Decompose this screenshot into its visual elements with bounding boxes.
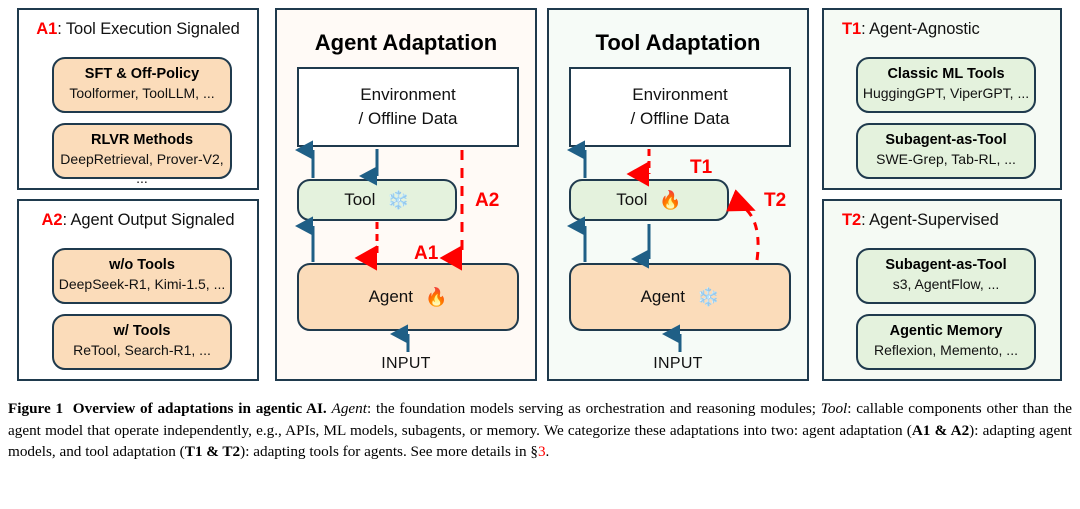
tool-adaptation-agent-box: Agent ❄️ xyxy=(569,263,791,331)
caption-period: . xyxy=(545,443,550,460)
caption-tool-term: Tool xyxy=(820,400,848,417)
caption-tool-def: : callable components other than the age… xyxy=(8,400,1073,439)
tool-adaptation-agent-label: Agent xyxy=(640,287,685,306)
signal-label-t2: T2 xyxy=(764,190,787,211)
t2-item-2-title: Agentic Memory xyxy=(889,323,1003,339)
caption-agent-term: Agent xyxy=(331,400,367,417)
fire-icon: 🔥 xyxy=(425,287,448,307)
tool-adaptation-tool-label: Tool xyxy=(616,190,648,209)
a1-item-2-title: RLVR Methods xyxy=(90,132,194,148)
tool-adaptation-tool-box: Tool 🔥 xyxy=(569,179,729,221)
panel-t2-heading-text: : Agent-Supervised xyxy=(861,211,999,229)
caption-tail: ): adapting tools for agents. See more d… xyxy=(240,443,538,460)
panel-a1-heading: A1: Tool Execution Signaled xyxy=(19,20,257,39)
tool-adaptation-input-label: INPUT xyxy=(653,355,703,372)
panel-t2-heading: T2: Agent-Supervised xyxy=(824,211,1060,230)
t2-item-2-sub: Reflexion, Memento, ... xyxy=(874,342,1018,358)
t2-item-1-sub: s3, AgentFlow, ... xyxy=(892,276,1000,292)
a1-item-1-sub: Toolformer, ToolLLM, ... xyxy=(69,85,215,101)
panel-t1-tag: T1 xyxy=(842,20,862,38)
a2-item-2[interactable]: w/ Tools ReTool, Search-R1, ... xyxy=(52,314,232,370)
panel-t1-heading-text: : Agent-Agnostic xyxy=(861,20,980,38)
panel-a1-heading-text: : Tool Execution Signaled xyxy=(57,20,240,38)
panel-t1-heading: T1: Agent-Agnostic xyxy=(824,20,1060,39)
t1-item-1-title: Classic ML Tools xyxy=(887,66,1005,82)
agent-adaptation-title: Agent Adaptation xyxy=(314,30,498,55)
a1-item-1[interactable]: SFT & Off-Policy Toolformer, ToolLLM, ..… xyxy=(52,57,232,113)
t1-item-1[interactable]: Classic ML Tools HuggingGPT, ViperGPT, .… xyxy=(856,57,1036,113)
caption-agent-def: : the foundation models serving as orche… xyxy=(366,400,821,417)
caption-t-tags: T1 & T2 xyxy=(184,443,241,460)
caption-section-ref: 3 xyxy=(537,443,546,460)
a1-item-1-title: SFT & Off-Policy xyxy=(84,66,200,82)
a2-item-1[interactable]: w/o Tools DeepSeek-R1, Kimi-1.5, ... xyxy=(52,248,232,304)
signal-label-a2: A2 xyxy=(475,190,500,211)
panel-t2-tag: T2 xyxy=(842,211,862,229)
agent-adaptation-agent-box: Agent 🔥 xyxy=(297,263,519,331)
panel-agent-adaptation: Agent Adaptation Environment / Offline D… xyxy=(275,8,537,381)
caption-bold-title: Overview of adaptations in agentic AI. xyxy=(72,400,327,417)
t1-item-1-sub: HuggingGPT, ViperGPT, ... xyxy=(862,85,1030,101)
agent-environment-box: Environment / Offline Data xyxy=(297,67,519,147)
t1-item-2[interactable]: Subagent-as-Tool SWE-Grep, Tab-RL, ... xyxy=(856,123,1036,179)
a1-item-2[interactable]: RLVR Methods DeepRetrieval, Prover-V2, .… xyxy=(52,123,232,186)
caption-a-tags: A1 & A2 xyxy=(911,421,970,439)
panel-a1-tag: A1 xyxy=(36,20,58,38)
a2-item-1-sub: DeepSeek-R1, Kimi-1.5, ... xyxy=(58,276,226,292)
signal-label-a1: A1 xyxy=(414,243,439,264)
panel-t1-agent-agnostic: T1: Agent-Agnostic Classic ML Tools Hugg… xyxy=(822,8,1062,190)
tool-env-line-1: Environment xyxy=(632,85,728,104)
snowflake-icon: ❄️ xyxy=(697,287,720,307)
snowflake-icon: ❄️ xyxy=(387,190,410,210)
panel-a2-tag: A2 xyxy=(41,211,63,229)
panel-a2-heading: A2: Agent Output Signaled xyxy=(19,211,257,230)
panel-a2-agent-output-signaled: A2: Agent Output Signaled w/o Tools Deep… xyxy=(17,199,259,381)
caption-mid: ): adapting agent models, and tool adapt… xyxy=(8,421,1073,461)
agent-env-line-1: Environment xyxy=(360,85,456,104)
agent-env-line-2: / Offline Data xyxy=(358,109,458,128)
panel-tool-adaptation: Tool Adaptation Environment / Offline Da… xyxy=(547,8,809,381)
t1-item-2-sub: SWE-Grep, Tab-RL, ... xyxy=(876,151,1016,167)
figure-caption: Figure 1 Overview of adaptations in agen… xyxy=(8,398,1072,463)
t2-item-1-title: Subagent-as-Tool xyxy=(885,257,1007,273)
agent-adaptation-input-label: INPUT xyxy=(381,355,431,372)
a2-item-1-title: w/o Tools xyxy=(109,257,175,273)
panel-a1-tool-execution-signaled: A1: Tool Execution Signaled SFT & Off-Po… xyxy=(17,8,259,190)
signal-label-t1: T1 xyxy=(690,157,713,178)
fire-icon: 🔥 xyxy=(659,190,682,210)
t1-item-2-title: Subagent-as-Tool xyxy=(885,132,1007,148)
tool-environment-box: Environment / Offline Data xyxy=(569,67,791,147)
panel-t2-agent-supervised: T2: Agent-Supervised Subagent-as-Tool s3… xyxy=(822,199,1062,381)
tool-adaptation-title: Tool Adaptation xyxy=(595,30,761,55)
a2-item-2-title: w/ Tools xyxy=(113,323,171,339)
tool-env-line-2: / Offline Data xyxy=(630,109,730,128)
agent-adaptation-tool-box: Tool ❄️ xyxy=(297,179,457,221)
agent-adaptation-agent-label: Agent xyxy=(368,287,413,306)
a1-item-2-sub: DeepRetrieval, Prover-V2, ... xyxy=(60,151,224,186)
t2-item-1[interactable]: Subagent-as-Tool s3, AgentFlow, ... xyxy=(856,248,1036,304)
panel-a2-heading-text: : Agent Output Signaled xyxy=(62,211,235,229)
a2-item-2-sub: ReTool, Search-R1, ... xyxy=(73,342,211,358)
t2-item-2[interactable]: Agentic Memory Reflexion, Memento, ... xyxy=(856,314,1036,370)
caption-figure-label: Figure 1 xyxy=(8,400,64,417)
agent-adaptation-tool-label: Tool xyxy=(344,190,376,209)
